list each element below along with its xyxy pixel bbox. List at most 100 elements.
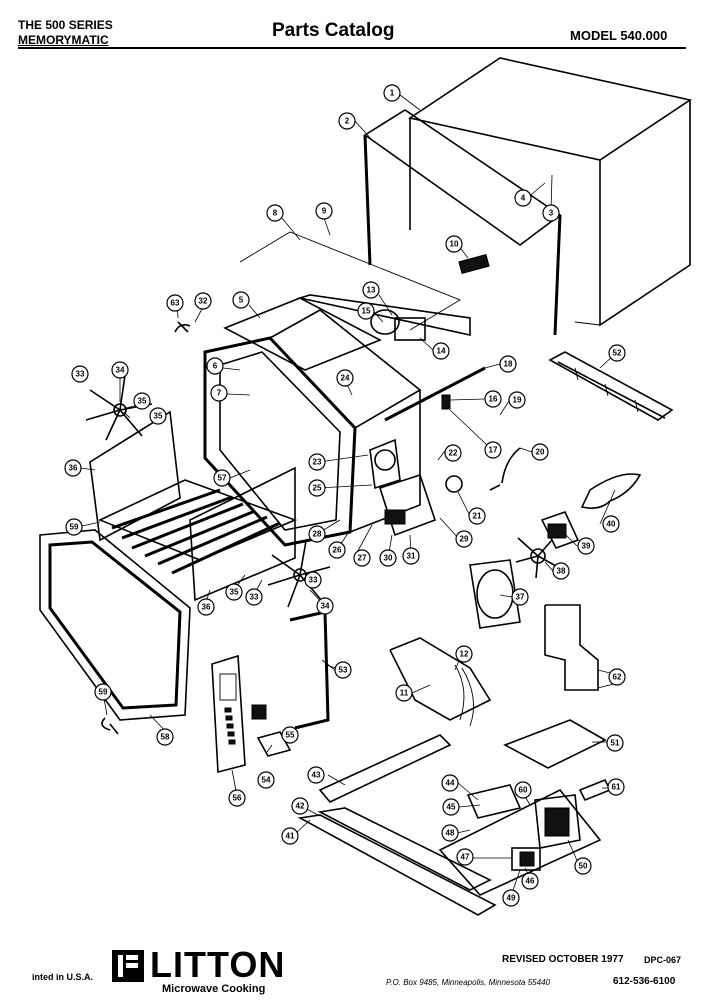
catalog-title: Parts Catalog xyxy=(272,20,395,41)
svg-text:13: 13 xyxy=(367,286,376,295)
callout-36b: 36 xyxy=(197,598,215,616)
svg-text:33: 33 xyxy=(309,576,318,585)
callout-21: 21 xyxy=(468,507,486,525)
phone-number: 612-536-6100 xyxy=(613,976,676,987)
model-number: MODEL 540.000 xyxy=(570,28,668,43)
door-drawing xyxy=(39,529,191,721)
callout-53: 53 xyxy=(334,661,352,679)
callout-54: 54 xyxy=(257,771,275,789)
callout-33a: 33 xyxy=(304,571,322,589)
side-panel-drawing xyxy=(89,410,296,602)
svg-text:2: 2 xyxy=(345,117,350,126)
printed-in-usa: inted in U.S.A. xyxy=(32,972,94,982)
litton-logo-icon xyxy=(112,950,144,982)
svg-text:3: 3 xyxy=(549,209,554,218)
svg-text:8: 8 xyxy=(273,209,278,218)
callout-50: 50 xyxy=(574,857,592,875)
callout-7: 7 xyxy=(210,384,228,402)
svg-text:59: 59 xyxy=(99,688,108,697)
callout-63: 63 xyxy=(166,294,184,312)
svg-text:34: 34 xyxy=(116,366,125,375)
brand-name: LITTON xyxy=(150,944,286,985)
svg-text:20: 20 xyxy=(536,448,545,457)
drive-motor-drawing xyxy=(540,473,642,549)
svg-text:37: 37 xyxy=(516,593,525,602)
svg-text:6: 6 xyxy=(213,362,218,371)
choke-drawing xyxy=(289,610,330,730)
cavity-shelf-drawing xyxy=(97,479,298,575)
callout-32: 32 xyxy=(194,292,212,310)
document-number: DPC-067 xyxy=(644,955,682,965)
svg-text:34: 34 xyxy=(321,602,330,611)
callout-29: 29 xyxy=(455,530,473,548)
svg-text:60: 60 xyxy=(519,786,528,795)
callout-34a: 34 xyxy=(111,361,129,379)
svg-text:11: 11 xyxy=(400,689,409,698)
svg-text:36: 36 xyxy=(69,464,78,473)
callout-17: 17 xyxy=(484,441,502,459)
callout-60: 60 xyxy=(514,781,532,799)
callout-8: 8 xyxy=(266,204,284,222)
svg-text:1: 1 xyxy=(390,89,395,98)
svg-text:33: 33 xyxy=(76,370,85,379)
callout-46: 46 xyxy=(521,872,539,890)
svg-text:33: 33 xyxy=(250,593,259,602)
callout-14: 14 xyxy=(432,342,450,360)
svg-text:26: 26 xyxy=(333,546,342,555)
svg-text:40: 40 xyxy=(607,520,616,529)
callout-3: 3 xyxy=(542,204,560,222)
callout-61: 61 xyxy=(607,778,625,796)
callout-12: 12 xyxy=(455,645,473,663)
svg-text:41: 41 xyxy=(286,832,295,841)
series-label: THE 500 SERIES MEMORYMATIC xyxy=(18,18,113,48)
callout-18: 18 xyxy=(499,355,517,373)
callout-39: 39 xyxy=(577,537,595,555)
callout-16: 16 xyxy=(484,390,502,408)
callout-6: 6 xyxy=(206,357,224,375)
callout-1: 1 xyxy=(383,84,401,102)
svg-text:54: 54 xyxy=(262,776,271,785)
svg-text:27: 27 xyxy=(358,554,367,563)
callout-27: 27 xyxy=(353,549,371,567)
svg-text:44: 44 xyxy=(446,779,455,788)
callout-2: 2 xyxy=(338,112,356,130)
callout-9: 9 xyxy=(315,202,333,220)
callout-11: 11 xyxy=(395,684,413,702)
svg-text:45: 45 xyxy=(447,803,456,812)
callout-34b: 34 xyxy=(316,597,334,615)
top-wrapper-drawing xyxy=(223,231,471,371)
callout-5: 5 xyxy=(232,291,250,309)
callout-30: 30 xyxy=(379,549,397,567)
svg-text:38: 38 xyxy=(557,567,566,576)
svg-text:28: 28 xyxy=(313,530,322,539)
callout-43: 43 xyxy=(307,766,325,784)
svg-text:35: 35 xyxy=(154,412,163,421)
callout-35a: 35 xyxy=(133,392,151,410)
svg-text:58: 58 xyxy=(161,733,170,742)
svg-text:32: 32 xyxy=(199,297,208,306)
callout-15: 15 xyxy=(357,302,375,320)
callout-45: 45 xyxy=(442,798,460,816)
svg-text:53: 53 xyxy=(339,666,348,675)
svg-text:56: 56 xyxy=(233,794,242,803)
oven-cavity-drawing xyxy=(203,309,422,547)
callout-40: 40 xyxy=(602,515,620,533)
svg-text:25: 25 xyxy=(313,484,322,493)
svg-text:35: 35 xyxy=(230,588,239,597)
callout-13: 13 xyxy=(362,281,380,299)
callout-33b: 33 xyxy=(245,588,263,606)
svg-text:46: 46 xyxy=(526,877,535,886)
svg-text:15: 15 xyxy=(362,307,371,316)
svg-text:22: 22 xyxy=(449,449,458,458)
svg-text:47: 47 xyxy=(461,853,470,862)
series-line-2: MEMORYMATIC xyxy=(18,33,109,47)
callout-31: 31 xyxy=(402,547,420,565)
magnetron-drawing xyxy=(369,438,437,537)
svg-text:19: 19 xyxy=(513,396,522,405)
svg-text:14: 14 xyxy=(437,347,446,356)
callout-4: 4 xyxy=(514,189,532,207)
svg-text:51: 51 xyxy=(611,739,620,748)
svg-text:36: 36 xyxy=(202,603,211,612)
brand-subtitle: Microwave Cooking xyxy=(162,983,266,995)
